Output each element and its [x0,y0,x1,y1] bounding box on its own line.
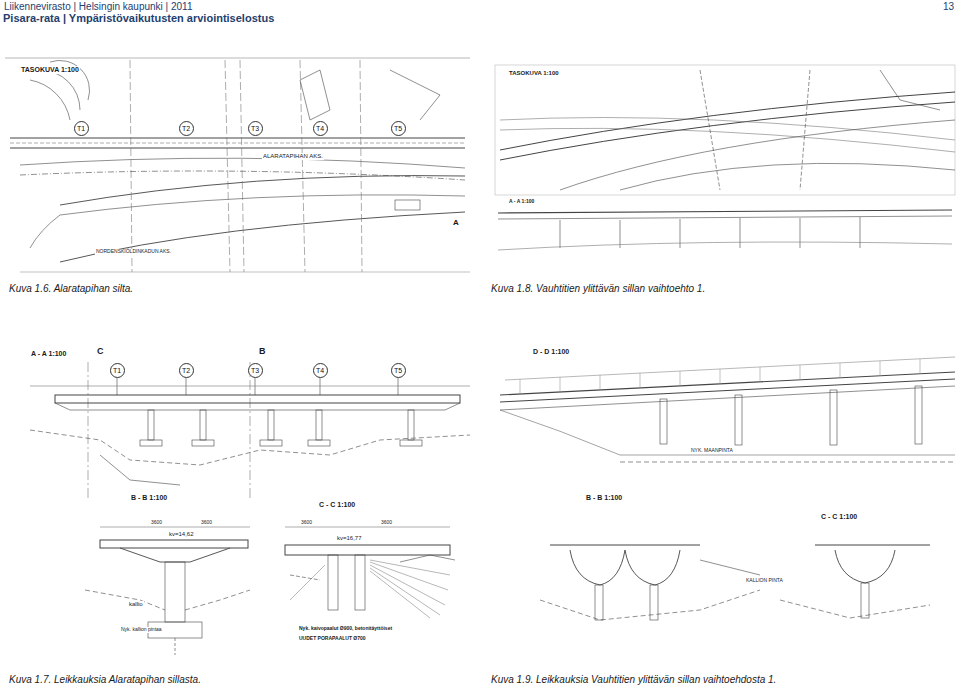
note-text: Nyk. kaivopaalut Ø900, betonitäyttöiset [298,626,393,632]
drawing-title: C - C 1:100 [318,501,356,509]
section-a-a-drawing [30,362,470,500]
ground-label: Nyk. kallion pintaa [120,627,163,633]
drawing-title: B - B 1:100 [585,494,623,502]
page-number: 13 [942,1,955,13]
section-marker: B [258,346,267,356]
drawing-title: A - A 1:100 [508,199,535,205]
callout-circle: T5 [391,363,406,378]
header-line: Liikennevirasto | Helsingin kaupunki | 2… [3,1,193,13]
callout-number: T2 [182,367,190,374]
note-text: UUDET PORAPAALUT Ø700 [298,636,367,642]
callout-circle: T3 [248,363,263,378]
drawing-title: TASOKUVA 1:100 [508,70,560,77]
dimension: 3600 [300,520,313,526]
section-d-d-drawing [500,357,955,462]
figure-caption: Kuva 1.6. Alaratapihan silta. [8,283,134,295]
callout-circle: T4 [313,363,328,378]
figure-caption: Kuva 1.9. Leikkauksia Vauhtitien ylittäv… [490,674,777,686]
callout-number: T4 [316,367,324,374]
drawing-title: TASOKUVA 1:100 [20,66,80,74]
callout-circle: T1 [110,363,125,378]
section-c-c-drawing [285,527,455,618]
ground-label: KALLION PINTA [745,578,784,584]
callout-circle: T4 [313,121,328,136]
dimension: 3600 [200,520,213,526]
callout-number: T1 [113,367,121,374]
figure-caption: Kuva 1.8. Vauhtitien ylittävän sillan va… [490,283,706,295]
callout-number: T4 [316,125,324,132]
header-title: Pisara-rata | Ympäristövaikutusten arvio… [3,12,274,24]
dimension: 3600 [380,520,393,526]
callout-circle: T5 [391,121,406,136]
callout-circle: T2 [179,121,194,136]
ground-label: kallio [128,601,144,608]
axis-name: ALARATAPIHAN AKS. [262,153,324,160]
drawing-title: A - A 1:100 [30,350,67,358]
ground-label: NYK. MAANPINTA [690,448,734,454]
dimension: 3600 [150,520,163,526]
section-b-b-drawing [85,527,250,655]
drawing-title: D - D 1:100 [532,348,570,356]
callout-circle: T3 [248,121,263,136]
section-c-c-right-drawing [780,545,930,618]
callout-number: T3 [251,125,259,132]
callout-circle: T1 [74,121,89,136]
section-marker: A [452,218,460,227]
level-label: kv=16,77 [336,535,363,542]
level-label: kv=14,62 [168,531,195,538]
section-b-b-right-drawing [540,545,760,620]
axis-name: NORDENSKIÖLDINKADUN AKS. [95,249,172,255]
callout-number: T3 [251,367,259,374]
plan-and-elevation-drawing [495,65,955,250]
figure-caption: Kuva 1.7. Leikkauksia Alaratapihan silla… [8,674,202,686]
callout-number: T2 [182,125,190,132]
callout-circle: T2 [179,363,194,378]
section-marker: C [96,346,105,356]
drawing-title: B - B 1:100 [130,494,168,502]
callout-number: T5 [394,125,402,132]
plan-drawing [5,58,470,272]
callout-number: T5 [394,367,402,374]
drawing-title: C - C 1:100 [820,513,858,521]
callout-number: T1 [77,125,85,132]
